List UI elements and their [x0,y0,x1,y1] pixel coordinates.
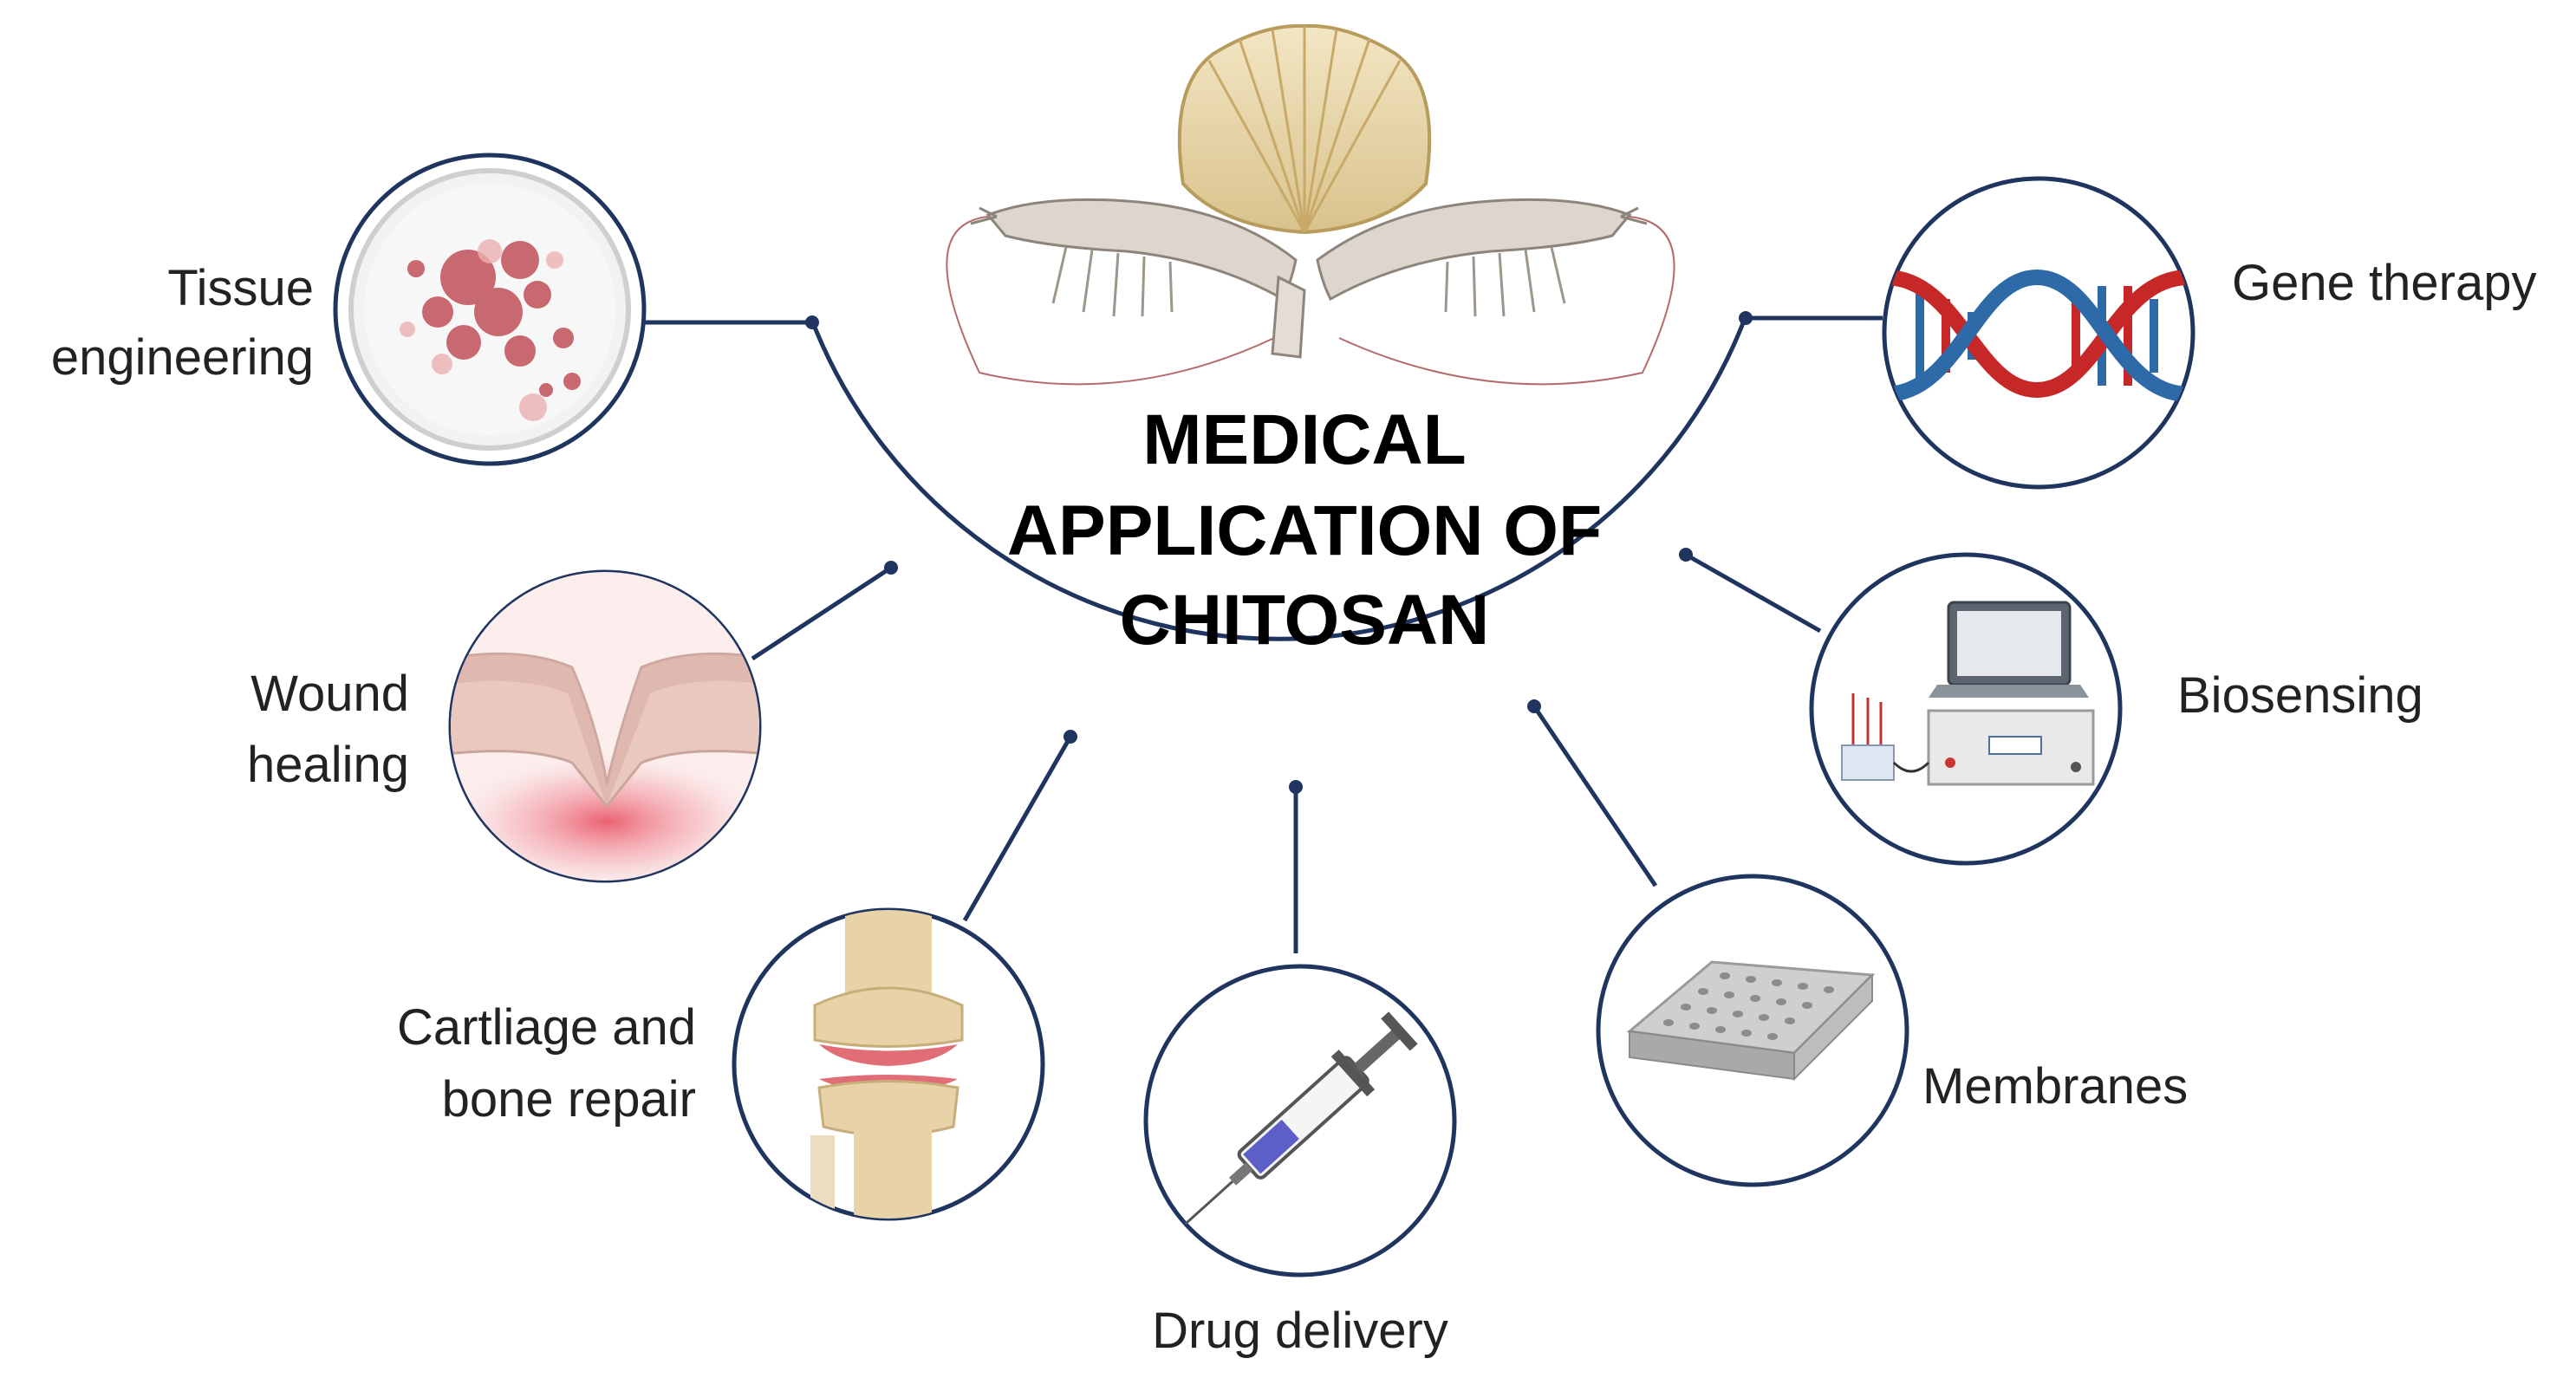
node-membranes [1596,874,1909,1187]
node-biosensing [1809,552,2123,866]
node-frame-biosensing [1809,552,2123,866]
connector-membranes [1532,705,1658,887]
connector-biosensing [1684,552,1822,634]
connector-dot-drug [1289,780,1303,794]
central-arc [810,315,1748,641]
label-wound-line2: healing [247,737,409,793]
node-tissue-engineering [333,153,647,466]
title-line-2: APPLICATION OF [1007,491,1602,570]
connector-dot-cartilage [1064,730,1077,744]
connector-dot-wound [884,561,898,575]
label-gene-line1: Gene therapy [2232,255,2536,311]
connector-cartilage [962,735,1073,922]
petri-dish-cells-icon [348,168,631,451]
shrimp-right-icon [1316,198,1675,386]
label-wound-line1: Wound [250,666,409,722]
syringe-icon [1180,1011,1418,1229]
node-wound-healing [448,569,762,883]
node-cartilage-bone-repair [732,907,1045,1221]
title-line-1: MEDICAL [1142,400,1467,479]
title-line-3: CHITOSAN [1120,581,1490,660]
skin-wound-icon [451,572,759,881]
connector-dot-membranes [1527,699,1541,713]
connector-wound [751,565,893,661]
connector-dot-tissue [805,315,819,329]
label-cartilage-line2: bone repair [442,1071,696,1128]
porous-membrane-icon [1626,960,1876,1082]
node-drug-delivery [1143,964,1457,1277]
label-biosensing-line1: Biosensing [2177,667,2423,724]
shrimp-left-icon [946,198,1306,386]
dna-helix-icon [1884,269,2189,402]
node-gene-therapy [1882,176,2195,490]
label-membranes-line1: Membranes [1922,1058,2188,1115]
connector-dot-gene [1739,311,1753,325]
scallop-shell-icon [1177,23,1432,235]
node-frame-gene [1882,176,2195,490]
label-cartilage-line1: Cartliage and [397,999,696,1056]
label-tissue-line1: Tissue [167,260,314,316]
label-drug-line1: Drug delivery [1152,1303,1448,1359]
connector-dot-biosensing [1679,548,1693,562]
label-tissue-line2: engineering [51,329,314,386]
laptop-instrument-icon [1841,601,2095,786]
